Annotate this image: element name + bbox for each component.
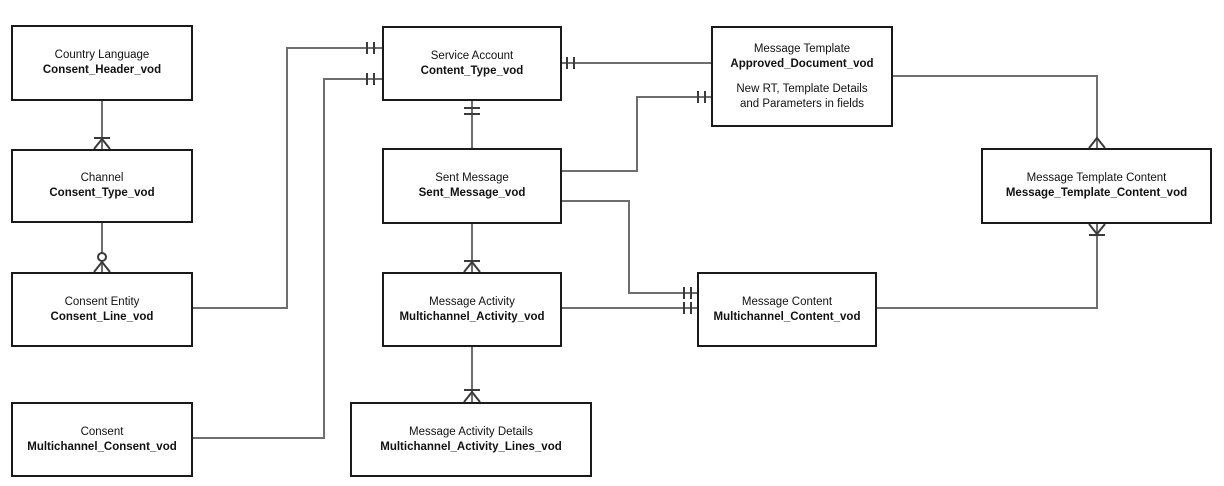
connector-sent-message-to-approved-document (562, 91, 711, 172)
entity-label: Consent (80, 425, 124, 438)
entity-api-name: Consent_Line_vod (50, 310, 154, 323)
connector-approved-document-to-message-template-content (893, 75, 1106, 149)
entity-api-name: Multichannel_Activity_vod (399, 310, 545, 323)
entity-label: Consent Entity (64, 295, 140, 308)
entity-consent-entity: Consent Entity Consent_Line_vod (11, 272, 193, 347)
entity-service-account: Service Account Content_Type_vod (382, 26, 562, 101)
entity-country-language: Country Language Consent_Header_vod (11, 25, 193, 101)
connector-multichannel-consent-to-content-type (193, 73, 382, 439)
entity-label: Message Template (753, 42, 851, 55)
entity-api-name: Consent_Header_vod (42, 64, 162, 76)
entity-label: Message Activity (429, 295, 515, 308)
entity-note-line1: New RT, Template Details (736, 82, 868, 95)
connector-multichannel-activity-to-activity-lines (463, 347, 481, 403)
connector-consent-line-to-content-type (193, 42, 382, 309)
connector-consent-type-to-consent-line (93, 223, 111, 273)
connector-sent-message-to-multichannel-content (562, 200, 697, 299)
entity-message-activity: Message Activity Multichannel_Activity_v… (382, 272, 562, 347)
entity-note-line2: and Parameters in fields (739, 97, 864, 110)
entity-api-name: Multichannel_Activity_Lines_vod (380, 440, 562, 453)
entity-message-content: Message Content Multichannel_Content_vod (697, 272, 877, 347)
entity-message-activity-details: Message Activity Details Multichannel_Ac… (350, 402, 592, 477)
entity-api-name: Multichannel_Content_vod (713, 310, 861, 323)
entity-api-name: Content_Type_vod (420, 64, 524, 77)
entity-consent: Consent Multichannel_Consent_vod (11, 402, 193, 477)
connector-multichannel-activity-to-multichannel-content (562, 302, 697, 314)
entity-label: Country Language (54, 49, 150, 61)
entity-api-name: Approved_Document_vod (730, 57, 874, 70)
entity-channel: Channel Consent_Type_vod (11, 149, 193, 223)
connector-content-type-to-sent-message (464, 101, 480, 148)
connector-multichannel-content-to-message-template-content (877, 223, 1106, 309)
connector-content-type-to-approved-document (562, 57, 711, 69)
entity-sent-message: Sent Message Sent_Message_vod (382, 148, 562, 224)
entity-label: Message Template Content (1026, 172, 1167, 184)
entity-api-name: Message_Template_Content_vod (1005, 187, 1188, 199)
connector-consent-header-to-consent-type (93, 101, 111, 150)
entity-label: Service Account (430, 49, 514, 62)
entity-api-name: Sent_Message_vod (418, 187, 526, 199)
entity-label: Channel (80, 172, 124, 184)
entity-label: Message Content (741, 295, 833, 308)
entity-label: Message Activity Details (409, 425, 533, 438)
entity-api-name: Consent_Type_vod (49, 187, 155, 199)
connector-sent-message-to-multichannel-activity (463, 224, 481, 273)
entity-message-template: Message Template Approved_Document_vod N… (711, 26, 893, 127)
entity-api-name: Multichannel_Consent_vod (27, 440, 177, 453)
entity-message-template-content: Message Template Content Message_Templat… (981, 148, 1212, 224)
entity-label: Sent Message (435, 172, 509, 184)
